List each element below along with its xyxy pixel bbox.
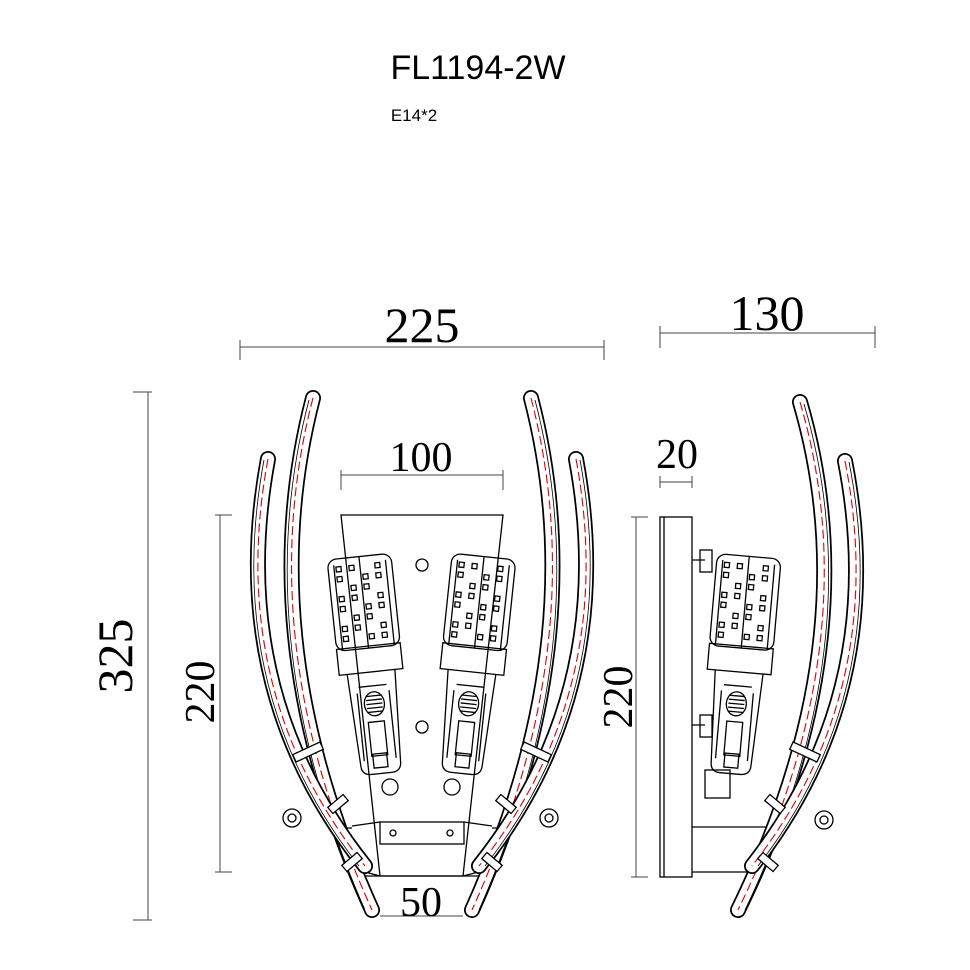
bulb-collar xyxy=(335,642,404,677)
side-arm-inner xyxy=(744,453,865,874)
arm-right-inner xyxy=(471,451,595,874)
dim-backplate-height: 220 xyxy=(178,514,232,873)
bulb-collar xyxy=(439,642,508,677)
bulb-right xyxy=(439,553,516,776)
lamp-spec: E14*2 xyxy=(391,106,437,125)
bulb-left xyxy=(327,553,404,776)
bulb-socket xyxy=(441,669,497,776)
model-title: FL1194-2W xyxy=(390,49,565,87)
dim-backplate-top: 100 xyxy=(340,435,504,490)
arm-clamps xyxy=(291,741,553,873)
svg-text:100: 100 xyxy=(390,435,453,481)
svg-text:220: 220 xyxy=(596,666,642,729)
bulb-socket xyxy=(710,669,764,776)
front-view: 225 100 50 325 220 xyxy=(87,297,605,926)
dim-backplate-thickness: 20 xyxy=(656,432,698,488)
dim-backplate-bottom: 50 xyxy=(380,880,463,926)
knob-left xyxy=(282,808,302,828)
svg-text:325: 325 xyxy=(87,619,143,694)
side-backplate xyxy=(659,516,693,878)
dim-depth-overall: 130 xyxy=(659,285,876,348)
dim-height-overall: 325 xyxy=(87,391,152,921)
svg-text:225: 225 xyxy=(385,297,460,353)
side-clamps xyxy=(756,741,822,873)
bulb-socket xyxy=(346,669,402,776)
svg-text:130: 130 xyxy=(730,285,805,341)
dim-side-height: 220 xyxy=(596,516,648,878)
svg-text:20: 20 xyxy=(656,432,698,478)
knob-right xyxy=(539,808,559,828)
dim-width-overall: 225 xyxy=(239,297,605,360)
side-knob xyxy=(814,810,834,830)
mounting-holes xyxy=(381,558,461,796)
svg-text:50: 50 xyxy=(400,880,442,926)
svg-text:220: 220 xyxy=(178,661,224,724)
side-bulb xyxy=(706,553,782,776)
side-view: 130 20 220 xyxy=(596,285,876,918)
arm-left-inner xyxy=(249,451,373,874)
bulb-collar xyxy=(706,642,774,676)
